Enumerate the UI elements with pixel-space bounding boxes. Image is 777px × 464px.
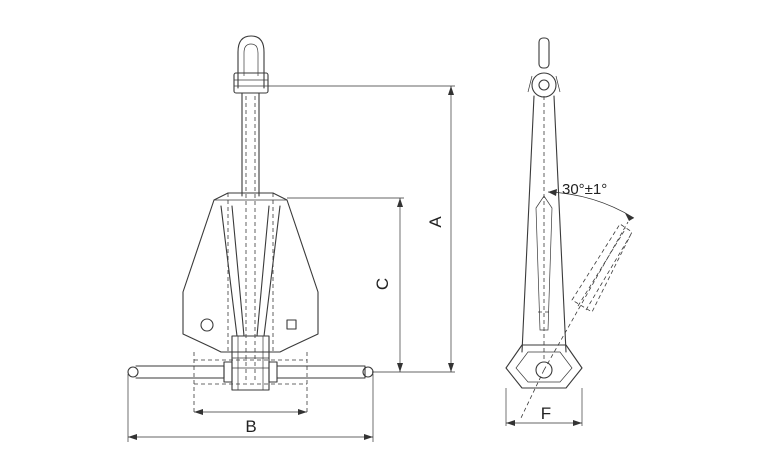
dimension-c-label: C <box>373 278 392 290</box>
side-rotated-fluke <box>519 221 633 421</box>
dimension-a: A <box>268 85 455 373</box>
dimension-f: F <box>506 404 582 426</box>
angle-annotation: 30°±1° <box>547 181 635 221</box>
dimension-a-label: A <box>426 216 445 228</box>
front-stock <box>127 352 374 412</box>
front-crown <box>223 335 278 391</box>
front-view: A C B <box>127 35 455 442</box>
side-crown <box>505 344 583 426</box>
front-fluke <box>182 192 319 353</box>
side-shank <box>521 95 567 360</box>
side-view: 30°±1° F <box>505 37 635 426</box>
dimension-b: B <box>127 374 374 442</box>
dimension-c: C <box>287 197 404 372</box>
angle-label: 30°±1° <box>562 181 607 198</box>
front-shank <box>241 92 260 380</box>
front-shackle <box>233 35 269 94</box>
dimension-b-label: B <box>245 417 256 436</box>
dimension-b-upper <box>194 409 307 415</box>
dimension-f-label: F <box>541 404 551 423</box>
side-shackle <box>527 37 561 98</box>
